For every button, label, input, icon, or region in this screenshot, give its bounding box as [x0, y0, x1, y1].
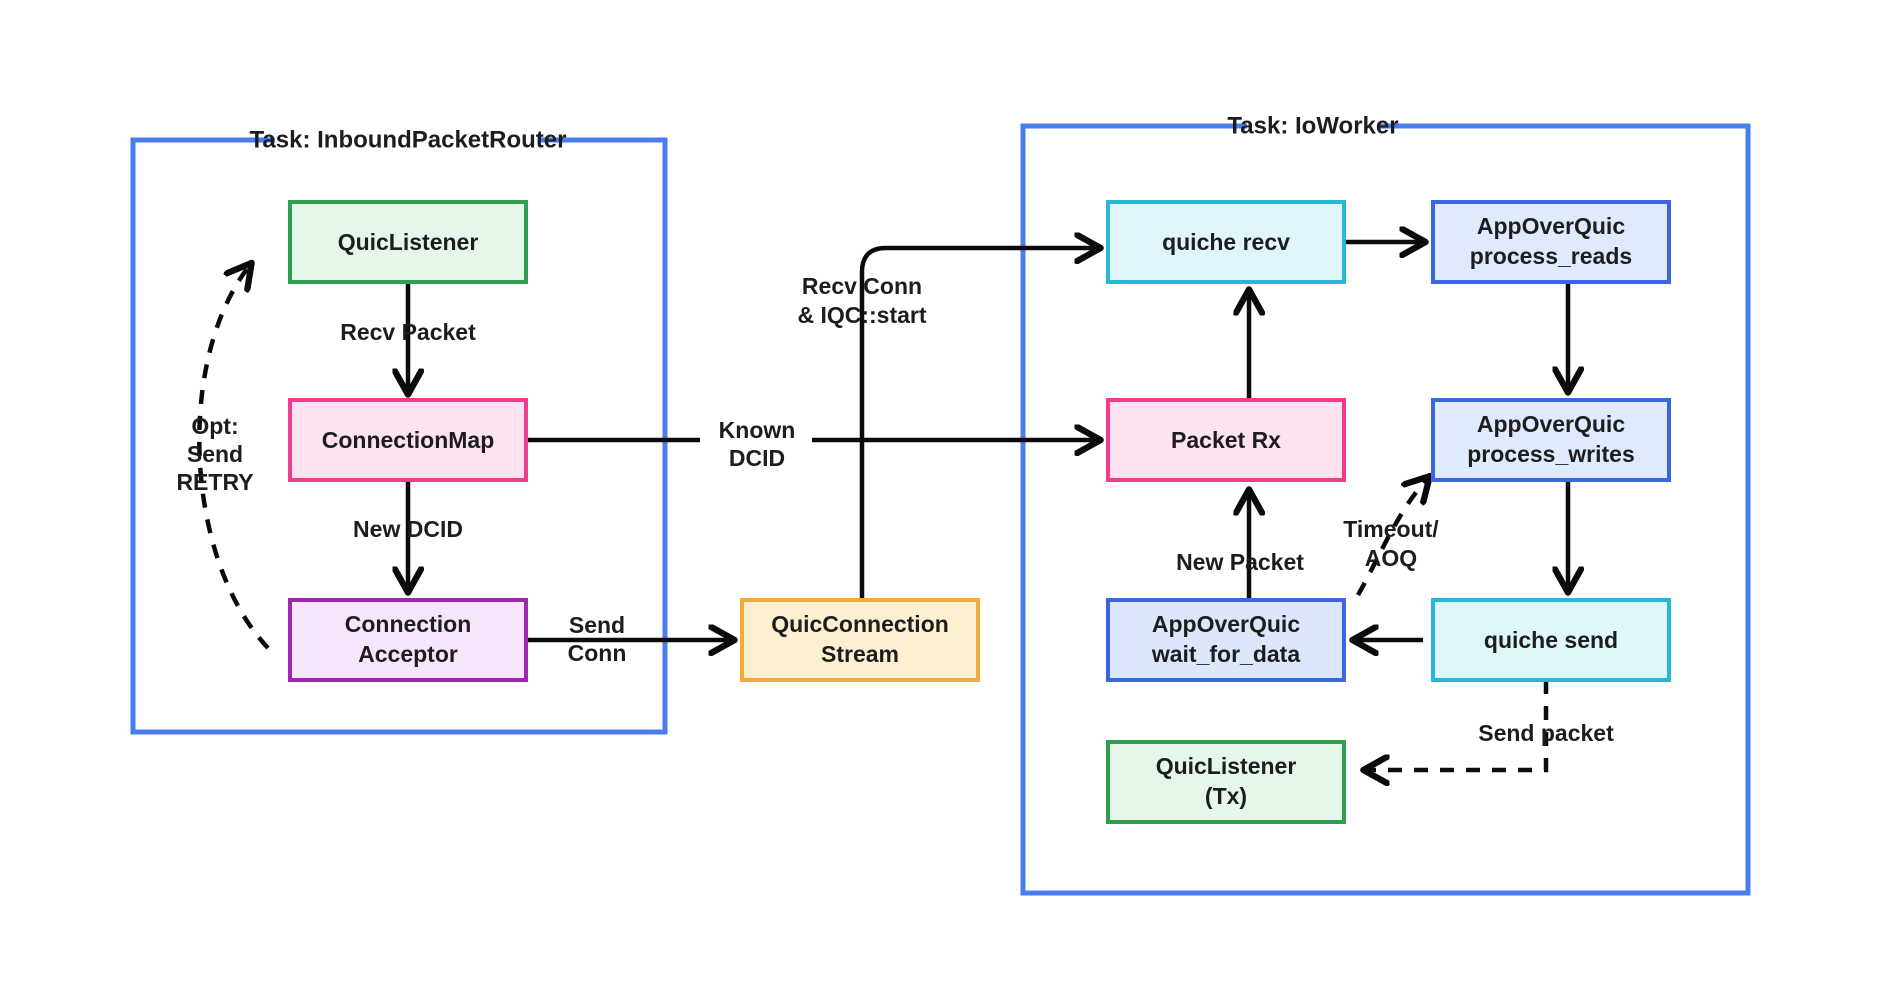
edge-label-known: Known: [719, 417, 796, 443]
node-label-quic-connection-stream-1: QuicConnection: [771, 611, 949, 637]
node-connection-map[interactable]: ConnectionMap: [288, 398, 528, 482]
node-label-process-reads-1: AppOverQuic: [1477, 213, 1625, 239]
node-quic-connection-stream[interactable]: QuicConnection Stream: [740, 598, 980, 682]
cluster-border-inbound: [130, 137, 668, 735]
edge-label-recv-packet: Recv Packet: [340, 319, 476, 345]
node-box-appoverquic-process-writes[interactable]: [1431, 398, 1671, 482]
node-label-wait-for-data-1: AppOverQuic: [1152, 611, 1300, 637]
cluster-border-ioworker: [1020, 123, 1751, 896]
edge-waitfordata-to-processwrites-timeout: Timeout/ AOQ: [1343, 478, 1439, 597]
edge-acceptor-to-stream: Send Conn: [526, 612, 732, 666]
node-appoverquic-process-writes[interactable]: AppOverQuic process_writes: [1431, 398, 1671, 482]
node-box-quic-listener-tx[interactable]: [1106, 740, 1346, 824]
node-label-process-reads-2: process_reads: [1470, 243, 1632, 269]
node-label-process-writes-2: process_writes: [1467, 441, 1634, 467]
edge-label-timeout: Timeout/: [1343, 516, 1439, 542]
node-box-quiche-send[interactable]: [1431, 598, 1671, 682]
node-label-quic-listener-tx-1: QuicListener: [1156, 753, 1297, 779]
node-label-quic-listener-tx-2: (Tx): [1205, 783, 1247, 809]
node-label-connection-acceptor-1: Connection: [345, 611, 472, 637]
edge-quiclistener-to-connectionmap: Recv Packet: [340, 282, 476, 392]
node-quiche-recv[interactable]: quiche recv: [1106, 200, 1346, 284]
node-label-quiche-recv: quiche recv: [1162, 229, 1290, 255]
node-box-quic-listener[interactable]: [288, 200, 528, 284]
cluster-title-ioworker: Task: IoWorker: [1227, 112, 1398, 139]
node-quic-listener[interactable]: QuicListener: [288, 200, 528, 284]
node-label-wait-for-data-2: wait_for_data: [1151, 641, 1300, 667]
node-packet-rx[interactable]: Packet Rx: [1106, 398, 1346, 482]
node-appoverquic-wait-for-data[interactable]: AppOverQuic wait_for_data: [1106, 598, 1346, 682]
edge-label-retry: RETRY: [176, 469, 253, 495]
edge-label-aoq: AOQ: [1365, 545, 1417, 571]
node-quiche-send[interactable]: quiche send: [1431, 598, 1671, 682]
edge-label-new-dcid: New DCID: [353, 516, 463, 542]
node-box-appoverquic-wait-for-data[interactable]: [1106, 598, 1346, 682]
edge-waitfordata-to-packetrx: New Packet: [1176, 492, 1304, 600]
edge-stream-to-quicherecv: Recv Conn & IQC::start: [797, 248, 1098, 600]
edge-label-opt: Opt:: [191, 413, 238, 439]
node-box-quiche-recv[interactable]: [1106, 200, 1346, 284]
edge-quichesend-to-quiclistenertx: Send packet: [1366, 680, 1614, 770]
edge-label-iqc-start: & IQC::start: [797, 302, 926, 328]
node-label-quic-connection-stream-2: Stream: [821, 641, 899, 667]
edge-label-conn: Conn: [568, 640, 627, 666]
cluster-inbound-packet-router: Task: InboundPacketRouter: [130, 126, 668, 735]
node-label-quiche-send: quiche send: [1484, 627, 1618, 653]
edge-label-send-packet: Send packet: [1478, 720, 1614, 746]
node-quic-listener-tx[interactable]: QuicListener (Tx): [1106, 740, 1346, 824]
cluster-title-inbound: Task: InboundPacketRouter: [250, 126, 567, 153]
edge-label-send: Send: [569, 612, 625, 638]
node-label-packet-rx: Packet Rx: [1171, 427, 1281, 453]
edge-label-dcid: DCID: [729, 445, 785, 471]
node-label-process-writes-1: AppOverQuic: [1477, 411, 1625, 437]
node-box-packet-rx[interactable]: [1106, 398, 1346, 482]
node-box-connection-map[interactable]: [288, 398, 528, 482]
node-box-appoverquic-process-reads[interactable]: [1431, 200, 1671, 284]
node-label-connection-acceptor-2: Acceptor: [358, 641, 458, 667]
node-appoverquic-process-reads[interactable]: AppOverQuic process_reads: [1431, 200, 1671, 284]
edge-label-send: Send: [187, 441, 243, 467]
node-label-quic-listener: QuicListener: [338, 229, 479, 255]
node-box-quic-connection-stream[interactable]: [740, 598, 980, 682]
node-connection-acceptor[interactable]: Connection Acceptor: [288, 598, 528, 682]
edge-label-recv-conn: Recv Conn: [802, 273, 922, 299]
edge-connectionmap-to-acceptor: New DCID: [353, 480, 463, 590]
edge-connectionmap-to-packetrx: Known DCID: [526, 417, 1098, 471]
cluster-io-worker: Task: IoWorker: [1020, 112, 1751, 896]
edge-label-new-packet: New Packet: [1176, 549, 1304, 575]
edge-connectionmap-to-quiclistener-retry: Opt: Send RETRY: [176, 265, 270, 650]
node-label-connection-map: ConnectionMap: [322, 427, 495, 453]
node-box-connection-acceptor[interactable]: [288, 598, 528, 682]
